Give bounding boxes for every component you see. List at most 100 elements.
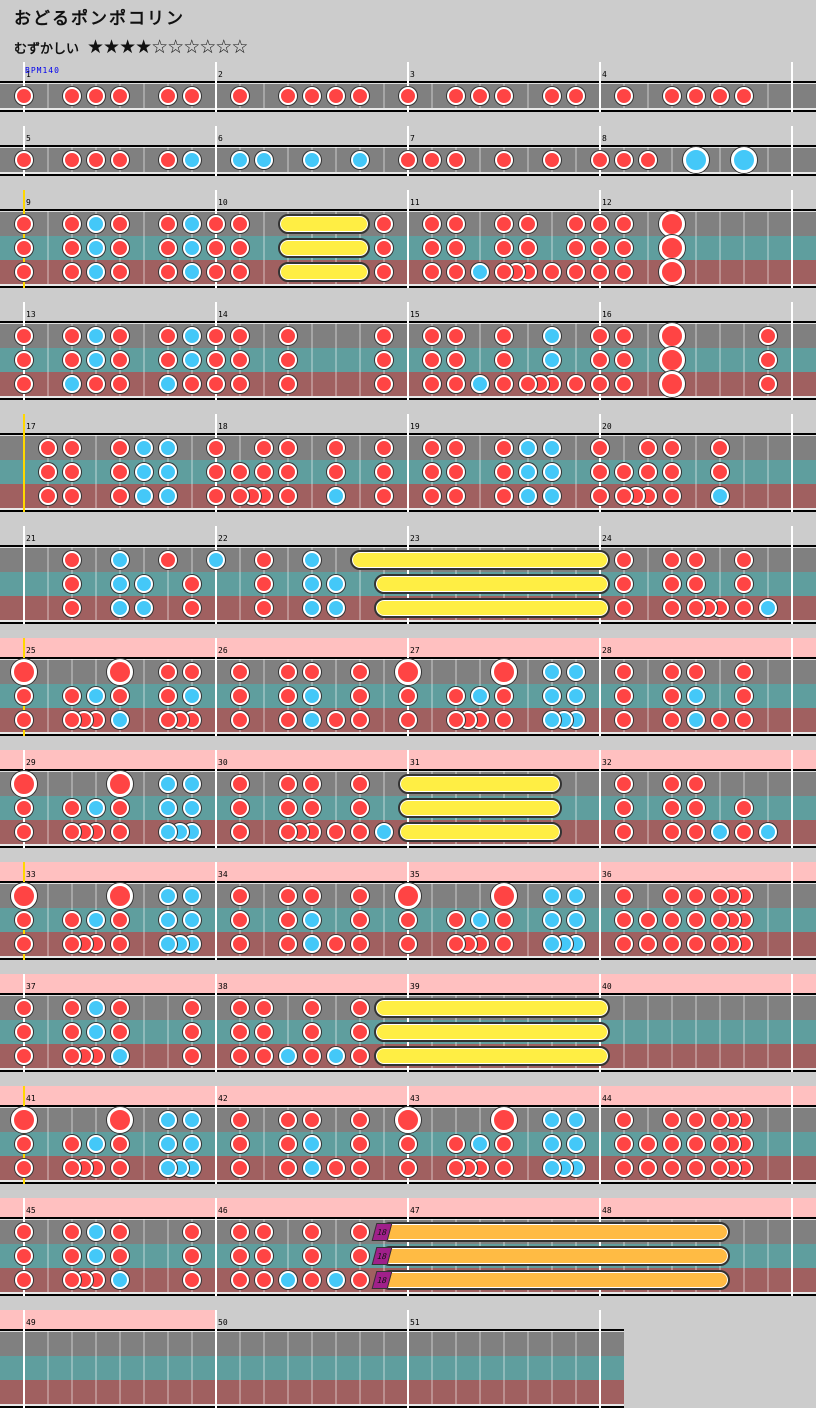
beat-line — [47, 771, 49, 844]
measure-line — [215, 862, 217, 960]
beat-line — [647, 995, 649, 1068]
ka-note — [543, 1159, 561, 1177]
don-note — [111, 1023, 129, 1041]
don-note — [303, 799, 321, 817]
beat-line — [743, 435, 745, 508]
don-note — [207, 327, 225, 345]
measure-line — [599, 1310, 601, 1408]
don-note — [15, 215, 33, 233]
bpm-label: BPM140 — [25, 66, 60, 75]
gogo-strip — [0, 862, 216, 881]
measure-number: 44 — [602, 1094, 612, 1103]
beat-line — [527, 323, 529, 396]
don-note — [63, 351, 81, 369]
don-big-note — [11, 659, 37, 685]
ka-note — [183, 799, 201, 817]
ka-note — [543, 887, 561, 905]
don-note — [447, 911, 465, 929]
don-note — [447, 375, 465, 393]
don-note — [63, 1223, 81, 1241]
don-note — [63, 327, 81, 345]
don-note — [543, 87, 561, 105]
ka-note — [183, 351, 201, 369]
beat-line — [431, 1107, 433, 1180]
don-note — [255, 1047, 273, 1065]
don-note — [111, 999, 129, 1017]
drumroll — [374, 1022, 610, 1042]
don-note — [183, 663, 201, 681]
balloon-roll — [380, 1270, 730, 1290]
measure-number: 30 — [218, 758, 228, 767]
don-note — [63, 263, 81, 281]
beat-line — [647, 547, 649, 620]
don-note — [63, 999, 81, 1017]
ka-note — [159, 823, 177, 841]
beat-line — [263, 83, 265, 108]
ka-note — [159, 887, 177, 905]
don-note — [159, 327, 177, 345]
measure-number: 16 — [602, 310, 612, 319]
don-note — [15, 263, 33, 281]
don-note — [159, 711, 177, 729]
don-note — [423, 487, 441, 505]
ka-note — [183, 239, 201, 257]
ka-note — [135, 487, 153, 505]
gogo-strip — [408, 750, 600, 769]
don-note — [231, 999, 249, 1017]
measure-number: 26 — [218, 646, 228, 655]
don-big-note — [659, 371, 685, 397]
ka-note — [303, 1159, 321, 1177]
ka-note — [687, 687, 705, 705]
ka-note — [87, 327, 105, 345]
gogo-strip — [0, 974, 216, 993]
gogo-strip — [0, 1310, 216, 1329]
beat-line — [143, 323, 145, 396]
measure-line — [215, 126, 217, 176]
beat-line — [143, 659, 145, 732]
don-note — [231, 1271, 249, 1289]
beat-line — [335, 323, 337, 396]
ka-note — [303, 151, 321, 169]
don-note — [63, 1135, 81, 1153]
ka-note — [303, 711, 321, 729]
measure-line — [599, 1086, 601, 1184]
don-note — [207, 263, 225, 281]
don-note — [111, 439, 129, 457]
don-note — [111, 327, 129, 345]
don-big-note — [659, 211, 685, 237]
ka-note — [303, 1135, 321, 1153]
drumroll — [278, 262, 370, 282]
don-note — [663, 1159, 681, 1177]
don-big-note — [11, 771, 37, 797]
measure-line — [23, 414, 25, 512]
don-note — [735, 711, 753, 729]
ka-note — [183, 151, 201, 169]
beat-line — [743, 323, 745, 396]
don-note — [375, 487, 393, 505]
beat-line — [47, 147, 49, 172]
beat-line — [695, 995, 697, 1068]
don-note — [687, 775, 705, 793]
ka-note — [351, 151, 369, 169]
don-note — [327, 87, 345, 105]
ka-note — [471, 687, 489, 705]
ka-note — [63, 375, 81, 393]
don-note — [303, 1247, 321, 1265]
don-note — [663, 439, 681, 457]
ka-note — [303, 599, 321, 617]
gogo-strip — [216, 974, 408, 993]
don-note — [423, 263, 441, 281]
don-note — [183, 1023, 201, 1041]
ka-note — [159, 439, 177, 457]
don-note — [615, 887, 633, 905]
don-note — [615, 327, 633, 345]
gogo-strip — [0, 638, 216, 657]
beat-line — [383, 883, 385, 956]
don-note — [15, 823, 33, 841]
ka-note — [183, 887, 201, 905]
don-note — [63, 711, 81, 729]
ka-note — [327, 487, 345, 505]
don-note — [663, 823, 681, 841]
measure-number: 27 — [410, 646, 420, 655]
ka-note — [183, 687, 201, 705]
